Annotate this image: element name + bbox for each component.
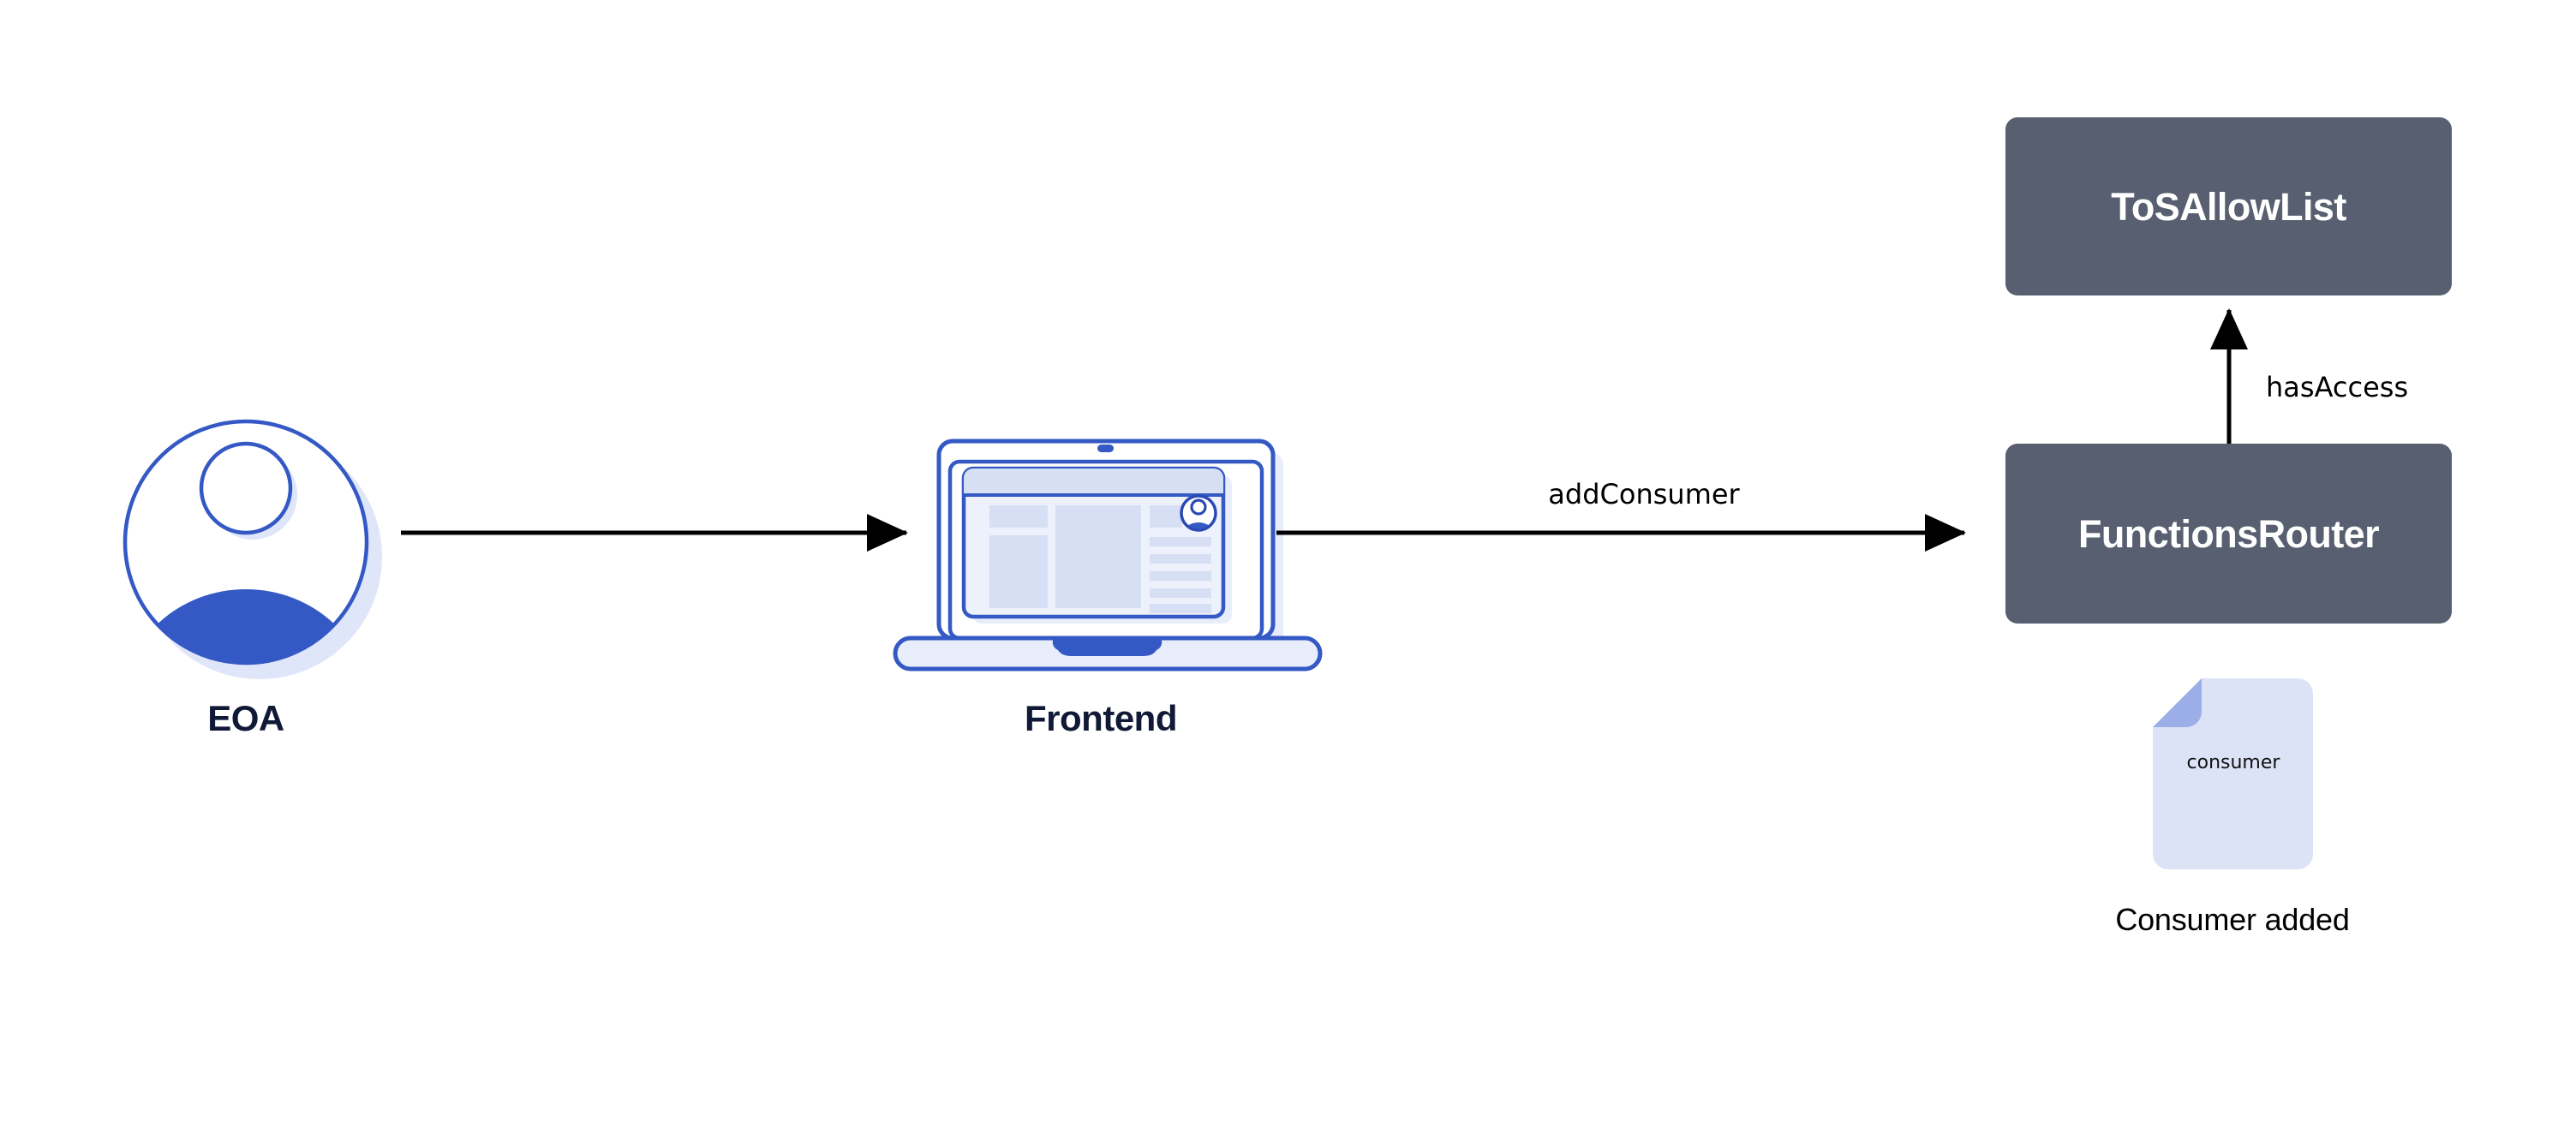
node-tosallowlist[interactable]: ToSAllowList xyxy=(2005,117,2452,295)
consumer-added-caption: Consumer added xyxy=(2115,902,2350,937)
document-icon-label: consumer xyxy=(2186,752,2280,773)
node-functionsrouter-label: FunctionsRouter xyxy=(2078,511,2380,556)
node-frontend-label: Frontend xyxy=(1025,698,1177,738)
edge-label-hasaccess: hasAccess xyxy=(2266,371,2409,403)
user-avatar-icon xyxy=(123,419,382,679)
node-eoa-label: EOA xyxy=(207,698,284,738)
edge-label-addconsumer: addConsumer xyxy=(1548,478,1740,510)
node-tosallowlist-label: ToSAllowList xyxy=(2111,184,2346,229)
node-eoa-icon-hitarea[interactable] xyxy=(123,420,380,677)
document-icon xyxy=(2153,678,2313,869)
node-frontend-icon-hitarea[interactable] xyxy=(911,439,1306,671)
screen-avatar-icon xyxy=(1180,494,1217,532)
laptop-icon xyxy=(893,439,1323,671)
node-consumer-document-hitarea[interactable] xyxy=(2153,678,2314,870)
node-functionsrouter[interactable]: FunctionsRouter xyxy=(2005,444,2452,624)
